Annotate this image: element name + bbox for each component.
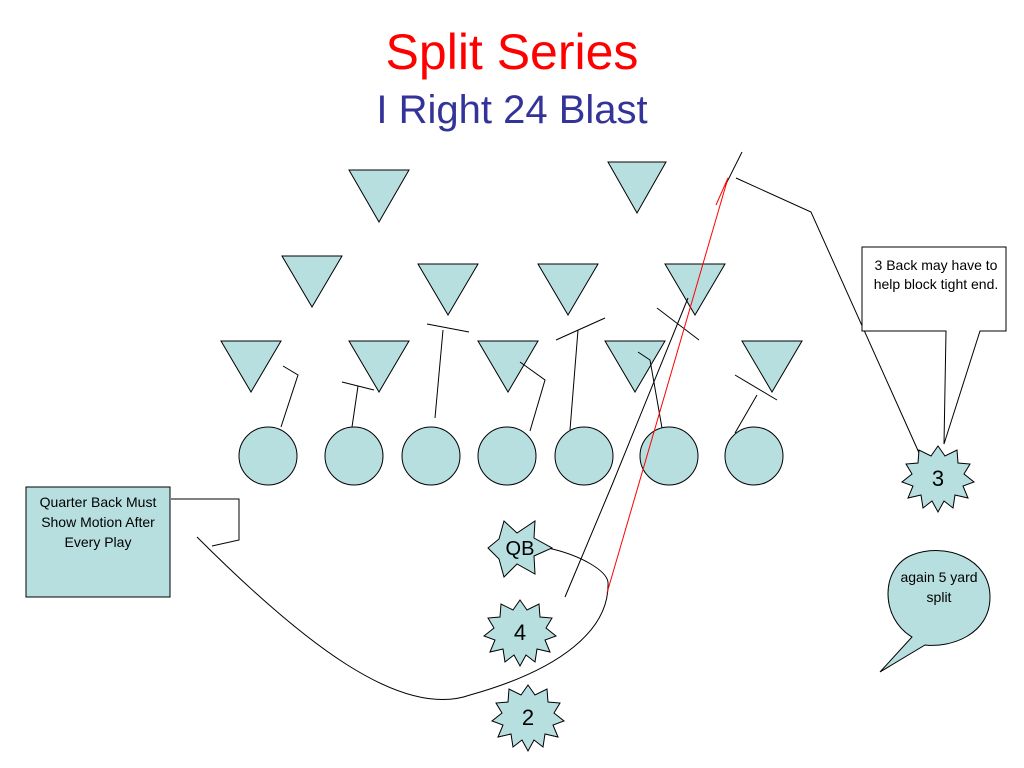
defender-triangle [417, 263, 479, 316]
lineman-circle [724, 426, 784, 486]
block-line [280, 365, 299, 428]
defender-triangle [220, 340, 282, 393]
qb-star [487, 520, 554, 578]
back-3-path [735, 177, 921, 456]
lineman-circle [639, 426, 699, 486]
back-help-callout [861, 246, 1007, 445]
blast-path [606, 177, 729, 594]
block-line [519, 361, 546, 432]
block-line [555, 317, 606, 341]
qb-motion-note-box [25, 486, 171, 598]
defender-triangle [607, 161, 667, 215]
qb-motion-note: Quarter Back Must Show Motion After Ever… [39, 494, 157, 550]
page-subtitle: I Right 24 Blast [376, 88, 648, 132]
qb-motion-path [196, 536, 609, 701]
block-line [734, 394, 758, 434]
defender-triangle [348, 169, 410, 224]
split-note: again 5 yard split [900, 569, 978, 605]
back-3-star [900, 445, 976, 514]
page-title: Split Series [385, 24, 639, 80]
lineman-circle [238, 426, 298, 486]
lineman-circle [401, 426, 461, 486]
defender-triangle [604, 340, 666, 393]
block-line [637, 351, 663, 429]
back-2-label: 2 [521, 705, 535, 730]
qb-label: QB [505, 538, 535, 560]
lineman-circle [324, 426, 384, 486]
lineman-circle [477, 426, 537, 486]
defender-triangle [348, 340, 410, 393]
defender-triangle [477, 340, 539, 393]
lineman-circle [554, 426, 614, 486]
block-line [426, 323, 470, 333]
defender-triangle [281, 255, 343, 308]
note-connector [171, 498, 240, 547]
defender-triangle [537, 263, 599, 316]
back-4-path [564, 297, 689, 598]
back-2-star [490, 684, 566, 753]
block-line [734, 374, 778, 401]
back-help-note: 3 Back may have to help block tight end. [873, 257, 999, 292]
block-line [656, 307, 700, 341]
split-speech-bubble [879, 550, 991, 673]
back-4-label: 4 [513, 620, 527, 645]
block-line [351, 385, 359, 428]
block-line [569, 329, 579, 431]
back-3-label: 3 [931, 466, 945, 491]
defender-triangle [741, 340, 803, 393]
back-4-star [482, 599, 558, 668]
block-line [341, 381, 375, 391]
block-line [434, 329, 444, 419]
